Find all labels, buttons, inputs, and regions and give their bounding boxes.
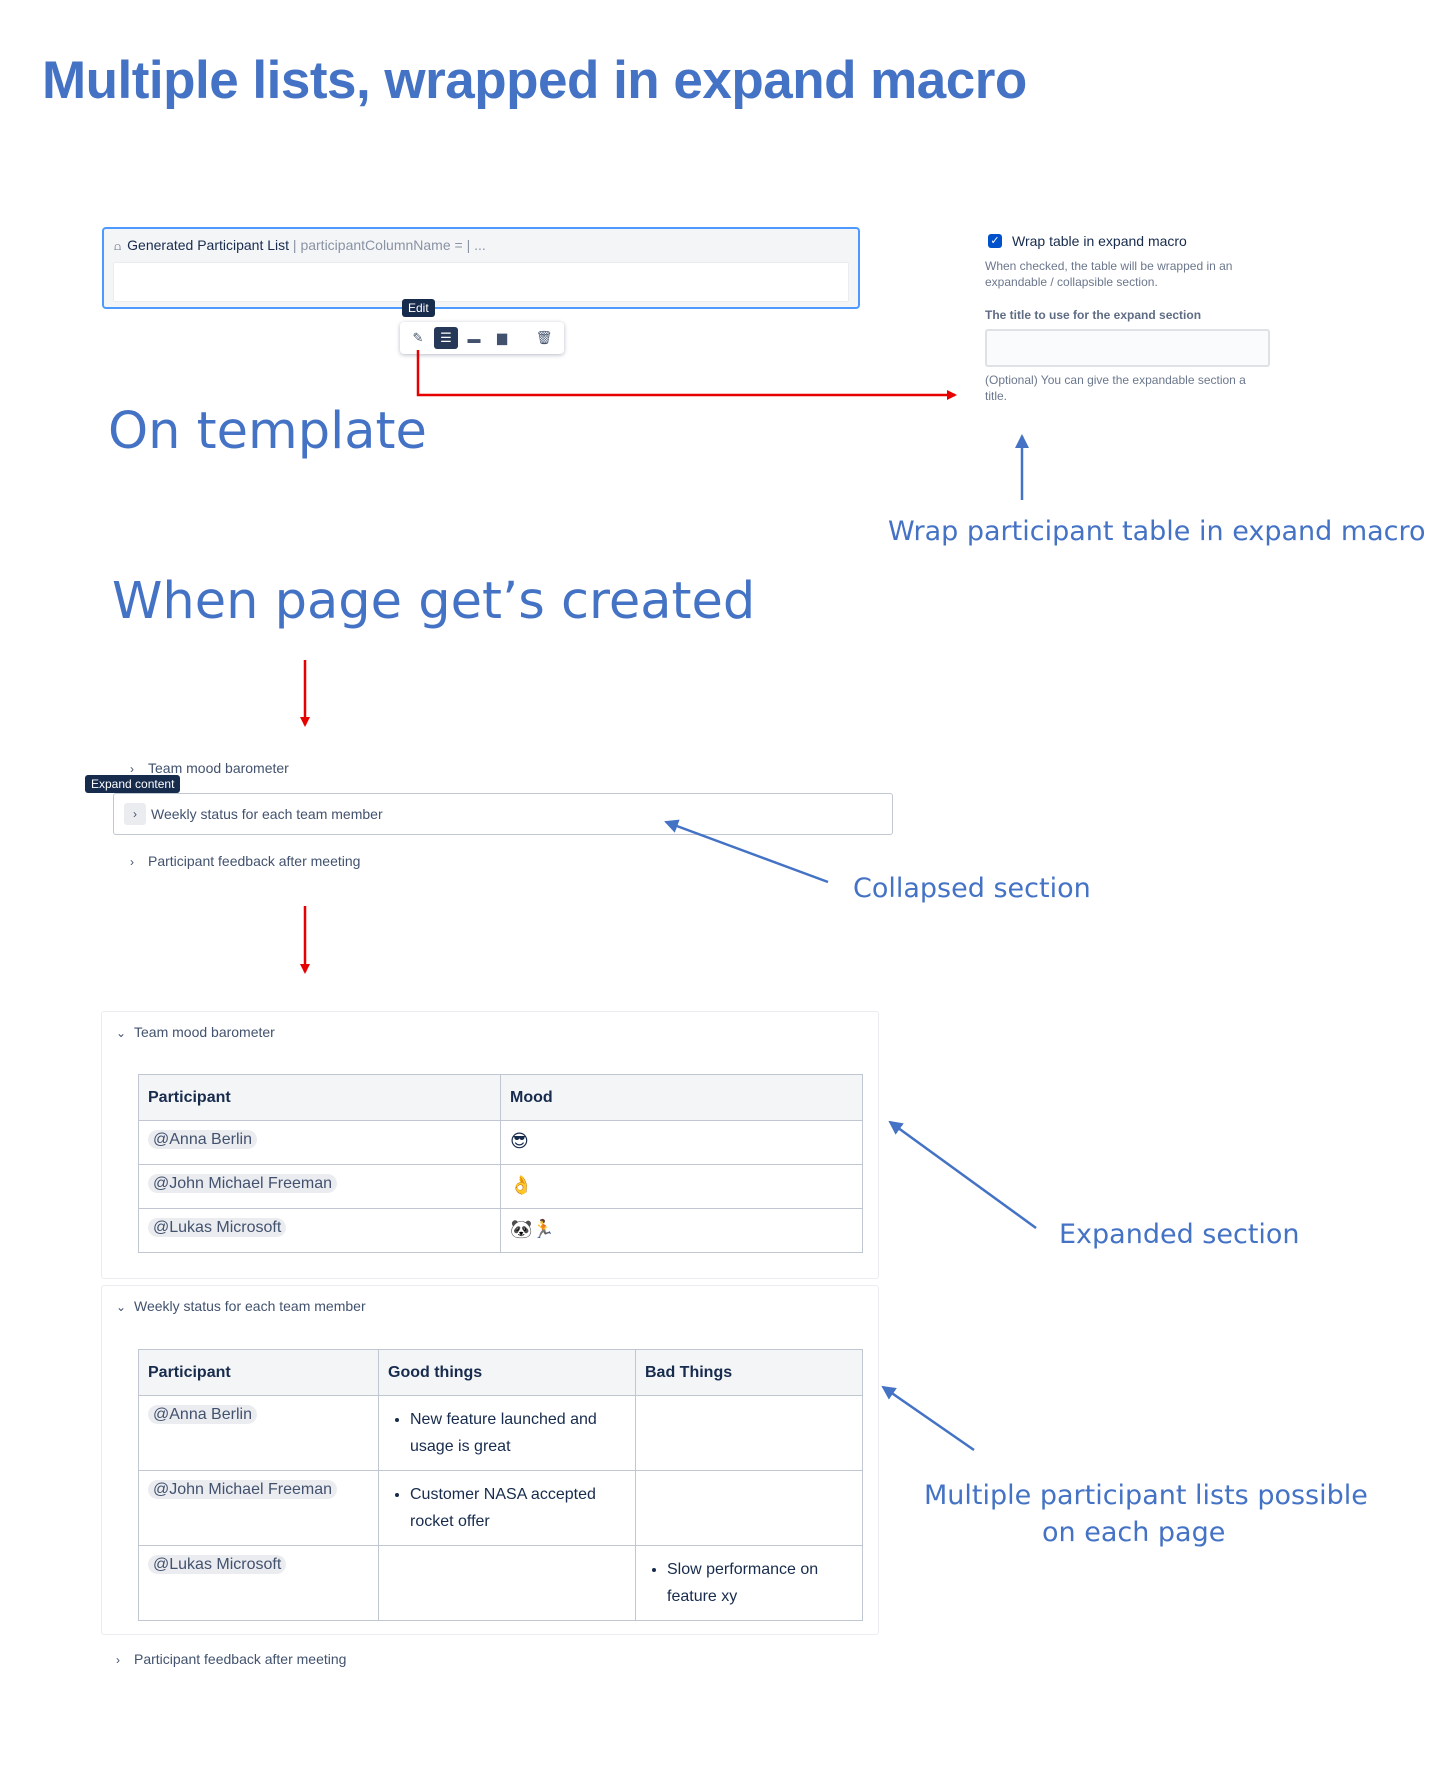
trash-icon[interactable]: 🗑 [535,330,553,345]
macro-body [113,262,849,302]
bad-thing-item: Slow performance on feature xy [667,1556,853,1610]
expanded-section-label: Expanded section [1059,1219,1300,1250]
column-header: Participant [138,1074,501,1121]
good-thing-item: Customer NASA accepted rocket offer [410,1481,626,1535]
blue-arrow-to-collapsed [664,819,829,884]
expand-title-label: The title to use for the expand section [985,308,1202,322]
wrap-checkbox-help: When checked, the table will be wrapped … [985,259,1233,289]
on-template-label: On template [108,402,427,461]
mood-emoji: 👌 [510,1175,533,1196]
collapsed-section-label: Collapsed section [853,873,1091,904]
user-mention[interactable]: @Lukas Microsoft [148,1555,287,1574]
table-row: @John Michael Freeman Customer NASA acce… [138,1470,863,1546]
user-mention[interactable]: @Lukas Microsoft [148,1218,287,1237]
blue-arrow-to-multiple [881,1385,975,1452]
chevron-right-icon: › [116,1653,120,1667]
status-table: Participant Good things Bad Things @Anna… [138,1349,863,1621]
macro-title: Generated Participant List [127,237,290,253]
table-row: @Lukas Microsoft 🐼🏃 [138,1208,863,1253]
page-created-label: When page get’s created [112,572,756,631]
layout-full-width-icon[interactable]: ▆ [497,330,507,345]
collapsed-item-feedback[interactable]: ›Participant feedback after meeting [130,853,361,869]
multiple-lists-label-line1: Multiple participant lists possible [924,1480,1368,1511]
mood-table: Participant Mood @Anna Berlin 😎 @John Mi… [138,1074,863,1253]
participant-list-icon: ⩍ [114,241,122,253]
collapsed-item-mood[interactable]: ›Team mood barometer [130,760,289,776]
wrap-checkbox[interactable]: ✓ [988,234,1002,248]
mood-emoji: 🐼🏃 [510,1219,555,1240]
table-row: @Anna Berlin New feature launched and us… [138,1395,863,1471]
multiple-lists-label-line2: on each page [1042,1517,1226,1548]
expand-title-input[interactable] [985,329,1270,367]
layout-wide-icon[interactable]: ▬ [467,330,481,346]
expand-header-feedback[interactable]: ›Participant feedback after meeting [116,1651,347,1667]
user-mention[interactable]: @John Michael Freeman [148,1480,337,1499]
expanded-section-mood: ⌄Team mood barometer [101,1011,879,1279]
good-things-cell [378,1545,636,1621]
page-title: Multiple lists, wrapped in expand macro [42,51,1027,110]
expand-header-mood[interactable]: ⌄Team mood barometer [116,1024,275,1040]
macro-placeholder[interactable]: ⩍ Generated Participant List | participan… [102,227,860,309]
user-mention[interactable]: @Anna Berlin [148,1405,257,1424]
mood-emoji: 😎 [510,1131,529,1152]
table-row: @John Michael Freeman 👌 [138,1164,863,1209]
column-header: Bad Things [635,1349,863,1396]
expand-header-status[interactable]: ⌄Weekly status for each team member [116,1298,366,1314]
user-mention[interactable]: @Anna Berlin [148,1130,257,1149]
table-row: @Anna Berlin 😎 [138,1120,863,1165]
bad-things-cell [635,1470,863,1546]
column-header: Participant [138,1349,379,1396]
collapsed-item-status: Weekly status for each team member [151,806,383,822]
chevron-right-icon: › [130,855,134,869]
macro-toolbar: ✎ ☰ ▬ ▆ 🗑 [400,322,564,354]
chevron-right-icon: › [130,762,134,776]
chevron-right-icon[interactable]: › [124,803,146,825]
layout-center-icon[interactable]: ☰ [434,327,458,349]
chevron-down-icon: ⌄ [116,1300,127,1314]
edit-tooltip: Edit [402,299,435,317]
pencil-icon[interactable]: ✎ [412,330,424,345]
blue-arrow-to-expanded [888,1120,1037,1230]
expand-content-tooltip: Expand content [85,775,181,793]
user-mention[interactable]: @John Michael Freeman [148,1174,337,1193]
good-thing-item: New feature launched and usage is great [410,1406,626,1460]
column-header: Good things [378,1349,636,1396]
wrap-note-label: Wrap participant table in expand macro [888,516,1426,547]
red-arrow-to-settings [416,350,957,400]
table-row: @Lukas Microsoft Slow performance on fea… [138,1545,863,1621]
macro-header: ⩍ Generated Participant List | participan… [114,237,486,254]
expanded-section-status: ⌄Weekly status for each team member [101,1285,879,1635]
chevron-down-icon: ⌄ [116,1026,127,1040]
collapsed-section-status[interactable]: › Weekly status for each team member [113,793,893,835]
wrap-checkbox-label: Wrap table in expand macro [1012,233,1187,249]
expand-title-help: (Optional) You can give the expandable s… [985,373,1246,403]
macro-params: | participantColumnName = | ... [292,237,486,253]
